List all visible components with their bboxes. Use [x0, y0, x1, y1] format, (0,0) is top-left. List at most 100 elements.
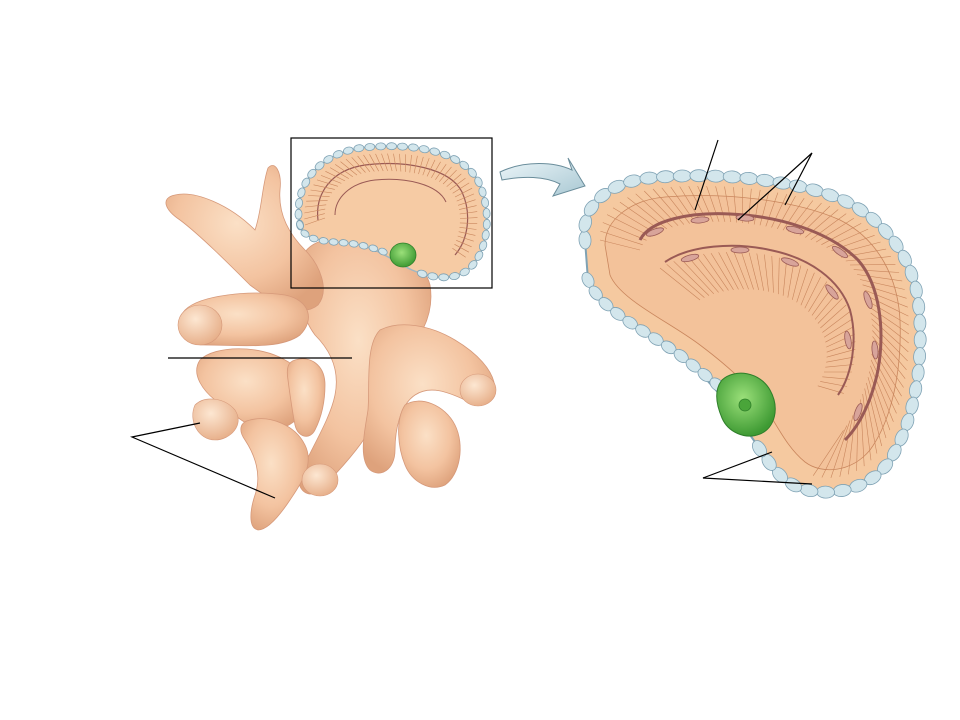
cell-boundary	[695, 255, 724, 292]
cell-boundary	[725, 251, 744, 290]
outer-cell	[450, 155, 461, 164]
cell-boundary	[810, 213, 847, 240]
cell-boundary	[787, 262, 795, 298]
cell-boundary	[841, 248, 887, 258]
cell-boundary	[602, 222, 647, 241]
cell-boundary	[313, 184, 335, 190]
outer-cell	[338, 239, 349, 247]
outer-cell	[468, 260, 478, 270]
left-tube-tip	[177, 304, 223, 346]
cell-boundary	[792, 265, 802, 300]
cell-boundary	[812, 430, 844, 476]
outer-cell	[438, 273, 450, 282]
outer-cell	[752, 440, 767, 458]
cell-boundary	[452, 248, 466, 258]
nucleus	[690, 216, 710, 224]
cell-boundary	[351, 157, 366, 173]
outer-cell	[478, 186, 487, 198]
outer-cell	[342, 146, 354, 155]
cell-boundary	[673, 261, 710, 296]
cell-boundary	[703, 253, 729, 291]
cell-boundary	[304, 213, 325, 220]
cell-boundary	[679, 186, 702, 223]
small-green-cell	[389, 242, 417, 268]
outer-cell	[474, 176, 483, 187]
cell-boundary	[449, 177, 466, 190]
cell-boundary	[600, 230, 643, 246]
nucleus	[832, 245, 848, 259]
cell-boundary	[457, 235, 474, 242]
outer-cell	[672, 169, 692, 183]
cell-boundary	[733, 251, 749, 290]
acinus-inner-band	[604, 195, 901, 470]
cell-boundary	[748, 252, 759, 291]
outer-cell	[482, 218, 491, 230]
outer-cell	[314, 161, 325, 171]
nucleus	[646, 227, 664, 237]
cell-boundary	[826, 349, 856, 358]
label-line-outer	[702, 451, 813, 485]
nucleus	[735, 214, 755, 222]
label-lines	[130, 139, 813, 499]
capillary-lumen	[638, 212, 883, 442]
cell-boundary	[706, 186, 720, 222]
cell-boundary	[599, 239, 641, 251]
cell-boundary	[715, 186, 726, 222]
cell-boundary	[458, 199, 476, 206]
cell-boundary	[822, 311, 850, 333]
cell-boundary	[426, 159, 436, 177]
cell-boundary	[459, 222, 478, 224]
enlarged-acinus	[578, 169, 927, 499]
lower-long-branch	[240, 418, 309, 531]
right-branch	[362, 324, 496, 474]
cell-boundary	[777, 195, 796, 229]
cell-boundary	[399, 153, 402, 172]
cell-boundary	[823, 318, 853, 338]
cell-boundary	[765, 192, 779, 227]
cell-boundary	[345, 158, 362, 174]
outer-cell	[482, 208, 491, 219]
cell-boundary	[306, 200, 328, 202]
cell-boundary	[830, 420, 851, 478]
cell-boundary	[454, 187, 473, 198]
outer-cell	[481, 197, 490, 208]
cell-boundary	[866, 295, 909, 317]
cell-boundary	[862, 393, 872, 461]
outer-cell	[295, 197, 303, 209]
outer-cell	[439, 150, 451, 160]
cell-boundary	[870, 312, 909, 344]
cell-boundary	[363, 154, 375, 172]
cell-boundary	[868, 301, 909, 326]
cell-boundary	[446, 173, 462, 187]
outer-cell	[297, 187, 306, 198]
outer-cell	[706, 169, 725, 183]
cell-boundary	[435, 164, 447, 180]
cell-boundary	[741, 252, 754, 290]
cell-boundary	[320, 175, 342, 184]
cell-boundary	[431, 161, 441, 179]
small-cell-lines	[304, 153, 478, 258]
cell-boundary	[853, 269, 900, 273]
cell-boundary	[710, 252, 734, 290]
cell-boundary	[310, 189, 333, 194]
cell-boundary	[821, 223, 862, 245]
cell-boundary	[862, 284, 907, 299]
cell-boundary	[418, 156, 424, 175]
cell-boundary	[375, 153, 384, 172]
cell-boundary	[442, 169, 457, 185]
cell-boundary	[369, 154, 379, 172]
cell-boundary	[666, 264, 705, 298]
cell-boundary	[413, 155, 418, 174]
outer-cell	[913, 313, 927, 333]
cell-boundary	[458, 231, 476, 236]
nucleus	[785, 225, 805, 235]
cell-boundary	[872, 336, 906, 379]
outer-cell	[378, 247, 388, 256]
outer-cell	[459, 160, 470, 170]
cell-boundary	[756, 253, 764, 291]
cell-boundary	[871, 353, 900, 406]
nucleus	[853, 403, 863, 421]
cell-boundary	[871, 318, 909, 353]
cell-boundary	[308, 195, 330, 197]
cell-boundary	[805, 209, 839, 238]
